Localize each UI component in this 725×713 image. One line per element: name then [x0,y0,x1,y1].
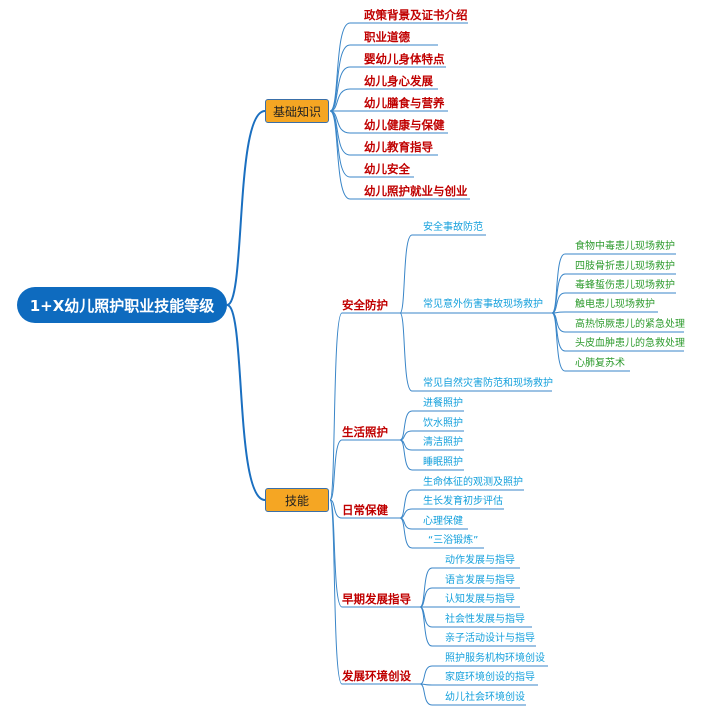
sub-node[interactable]: 社会性发展与指导 [445,614,525,625]
leaf-node[interactable]: 幼儿照护就业与创业 [364,184,468,198]
connector [329,499,343,608]
sub-node[interactable]: 清洁照护 [423,437,463,448]
sub-node[interactable]: 常见意外伤害事故现场救护 [423,299,543,310]
branch-basic-knowledge[interactable]: 基础知识 [265,99,329,123]
detail-node[interactable]: 四肢骨折患儿现场救护 [575,261,675,272]
connector [329,312,343,501]
connector [399,410,413,441]
sub-node[interactable]: 睡眠照护 [423,457,463,468]
connector [419,587,433,608]
leaf-node[interactable]: 幼儿健康与保健 [364,118,445,132]
leaf-node[interactable]: 幼儿安全 [364,162,410,176]
connector [551,312,566,372]
connector [226,110,266,306]
connector [399,439,413,471]
connector [399,517,413,549]
leaf-node[interactable]: 幼儿教育指导 [364,140,433,154]
sub-node[interactable]: 生命体征的观测及照护 [423,477,523,488]
detail-node[interactable]: 触电患儿现场救护 [575,299,655,310]
branch-skills[interactable]: 技能 [265,488,329,512]
connector [329,66,351,112]
connector [399,312,413,392]
connector [551,292,566,314]
detail-node[interactable]: 毒蜂蜇伤患儿现场救护 [575,280,675,291]
detail-node[interactable]: 食物中毒患儿现场救护 [575,241,675,252]
connector [419,606,433,647]
connector [329,499,343,519]
sub-node[interactable]: “三浴锻炼” [428,535,479,546]
detail-node[interactable]: 头皮血肿患儿的急救处理 [575,338,685,349]
sub-node[interactable]: 进餐照护 [423,398,463,409]
leaf-node[interactable]: 职业道德 [364,30,410,44]
detail-node[interactable]: 心肺复苏术 [575,358,625,369]
category-environment[interactable]: 发展环境创设 [342,669,411,683]
sub-node[interactable]: 语言发展与指导 [445,575,515,586]
root-node[interactable]: 1+X幼儿照护职业技能等级 [17,287,227,323]
connector [329,439,343,501]
sub-node[interactable]: 照护服务机构环境创设 [445,653,545,664]
leaf-node[interactable]: 幼儿身心发展 [364,74,433,88]
category-life-care[interactable]: 生活照护 [342,425,388,439]
leaf-node[interactable]: 政策背景及证书介绍 [364,8,468,22]
connector [329,22,351,112]
sub-node[interactable]: 饮水照护 [423,418,463,429]
sub-node[interactable]: 常见自然灾害防范和现场救护 [423,378,553,389]
connector [399,234,413,314]
sub-node[interactable]: 认知发展与指导 [445,594,515,605]
sub-node[interactable]: 生长发育初步评估 [423,496,503,507]
sub-node[interactable]: 安全事故防范 [423,222,483,233]
connector [399,489,413,519]
connector [419,567,433,608]
category-daily-health[interactable]: 日常保健 [342,503,388,517]
sub-node[interactable]: 动作发展与指导 [445,555,515,566]
connector [419,665,433,685]
sub-node[interactable]: 幼儿社会环境创设 [445,692,525,703]
sub-node[interactable]: 亲子活动设计与指导 [445,633,535,644]
category-early-development[interactable]: 早期发展指导 [342,592,411,606]
leaf-node[interactable]: 婴幼儿身体特点 [364,52,445,66]
detail-node[interactable]: 高热惊厥患儿的紧急处理 [575,319,685,330]
category-safety[interactable]: 安全防护 [342,298,388,312]
sub-node[interactable]: 心理保健 [423,516,463,527]
sub-node[interactable]: 家庭环境创设的指导 [445,672,535,683]
connector [226,304,266,501]
leaf-node[interactable]: 幼儿膳食与营养 [364,96,445,110]
connector [419,683,433,706]
connector [329,88,351,112]
connector [329,499,343,685]
connector [329,110,351,200]
